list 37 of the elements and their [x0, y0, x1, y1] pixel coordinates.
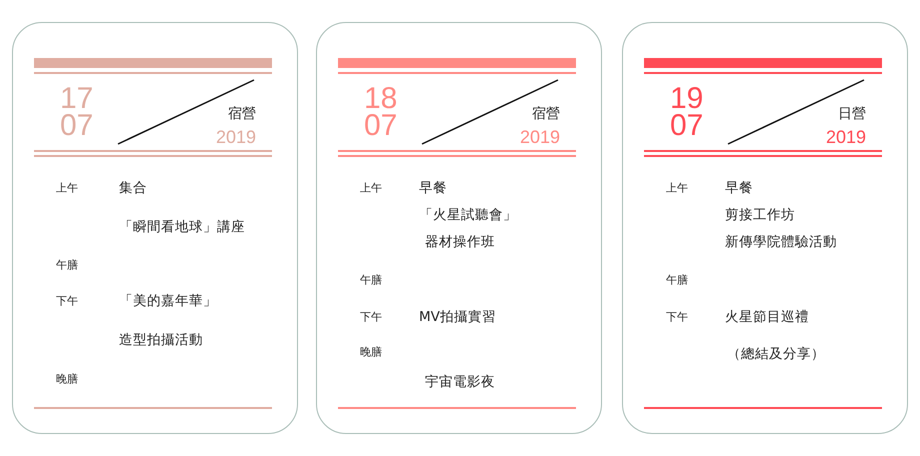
- activity-text: 器材操作班: [425, 233, 495, 251]
- time-slot-label: 上午: [56, 180, 78, 196]
- schedule-card: [12, 22, 298, 434]
- time-slot-label: 晚膳: [56, 372, 78, 386]
- time-slot-label: 晚膳: [360, 344, 382, 360]
- camp-type-text: 日營: [838, 105, 866, 123]
- activity-text: 宇宙電影夜: [425, 373, 495, 391]
- activity-text: 火星節目巡禮: [725, 308, 809, 326]
- schedule-card: [622, 22, 908, 434]
- year-text: 2019: [216, 127, 256, 148]
- camp-type-text: 宿營: [228, 105, 256, 123]
- activity-text: 早餐: [419, 179, 447, 197]
- activity-text: 早餐: [725, 179, 753, 197]
- activity-text: 新傳學院體驗活動: [725, 233, 837, 251]
- time-slot-label: 午膳: [56, 258, 78, 272]
- time-slot-label: 下午: [56, 294, 78, 308]
- activity-text: 「瞬間看地球」講座: [119, 218, 245, 236]
- time-slot-label: 午膳: [360, 272, 382, 288]
- time-slot-label: 上午: [360, 180, 382, 196]
- time-slot-label: 下午: [666, 310, 688, 324]
- activity-text: 「美的嘉年華」: [119, 292, 217, 310]
- schedule-card: [316, 22, 602, 434]
- activity-text: 剪接工作坊: [725, 206, 795, 224]
- time-slot-label: 上午: [666, 180, 688, 196]
- activity-text: MV拍攝實習: [419, 308, 496, 326]
- year-text: 2019: [520, 127, 560, 148]
- date-text: 17 07: [60, 85, 94, 139]
- activity-text: 「火星試聽會」: [419, 206, 517, 224]
- activity-text: 集合: [119, 179, 147, 197]
- activity-text: 造型拍攝活動: [119, 331, 203, 349]
- date-text: 18 07: [364, 85, 398, 139]
- date-text: 19 07: [670, 85, 704, 139]
- time-slot-label: 下午: [360, 310, 382, 324]
- time-slot-label: 午膳: [666, 272, 688, 288]
- camp-type-text: 宿營: [532, 105, 560, 123]
- activity-text: （總結及分享）: [727, 345, 825, 363]
- year-text: 2019: [826, 127, 866, 148]
